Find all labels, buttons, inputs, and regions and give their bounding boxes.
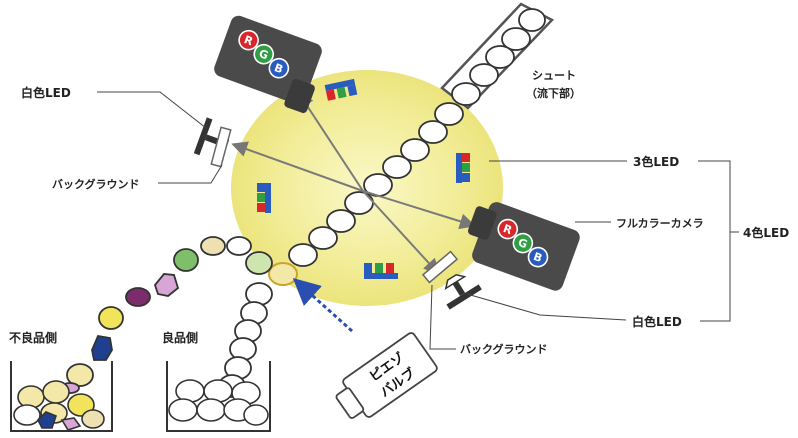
camera-letter-b: B — [273, 61, 285, 76]
rgb-led-module-left — [257, 183, 271, 213]
camera-letter-b: B — [532, 250, 544, 265]
callout-lines — [97, 91, 739, 350]
label-white-led-right: 白色LED — [632, 314, 682, 329]
camera-letter-g: G — [516, 236, 529, 251]
label-chute-sub: （流下部） — [526, 86, 581, 100]
label-reject-side: 不良品側 — [9, 330, 57, 345]
rgb-led-module-top — [324, 78, 358, 101]
camera-top-left: R G B — [214, 15, 322, 114]
label-full-color-camera: フルカラーカメラ — [616, 217, 704, 230]
chute-frame — [440, 2, 555, 110]
label-four-color-led: 4色LED — [743, 225, 789, 240]
air-jet-arrow — [292, 277, 354, 333]
label-chute: シュート — [532, 69, 576, 82]
rgb-led-module-right — [456, 153, 470, 183]
label-white-led-left: 白色LED — [21, 85, 71, 100]
light-paths — [231, 91, 476, 275]
falling-bean-stream — [288, 102, 464, 267]
camera-letter-g: G — [257, 47, 270, 62]
background-panel-left — [210, 126, 232, 168]
reject-trajectory — [60, 236, 298, 394]
full-color-camera: R G B — [467, 202, 580, 291]
background-panel-right — [421, 250, 459, 284]
rgb-led-module-bottom — [364, 263, 398, 279]
label-good-side: 良品側 — [162, 330, 198, 345]
label-three-color-led: 3色LED — [633, 154, 679, 169]
piezo-valve: ピエゾ バルブ — [335, 332, 438, 419]
reject-bin — [10, 361, 113, 432]
good-bin — [166, 361, 271, 432]
label-background-right: バックグラウンド — [460, 342, 548, 356]
good-trajectory — [218, 282, 273, 398]
label-background-left: バックグラウンド — [52, 177, 140, 191]
white-led-right — [444, 273, 482, 310]
